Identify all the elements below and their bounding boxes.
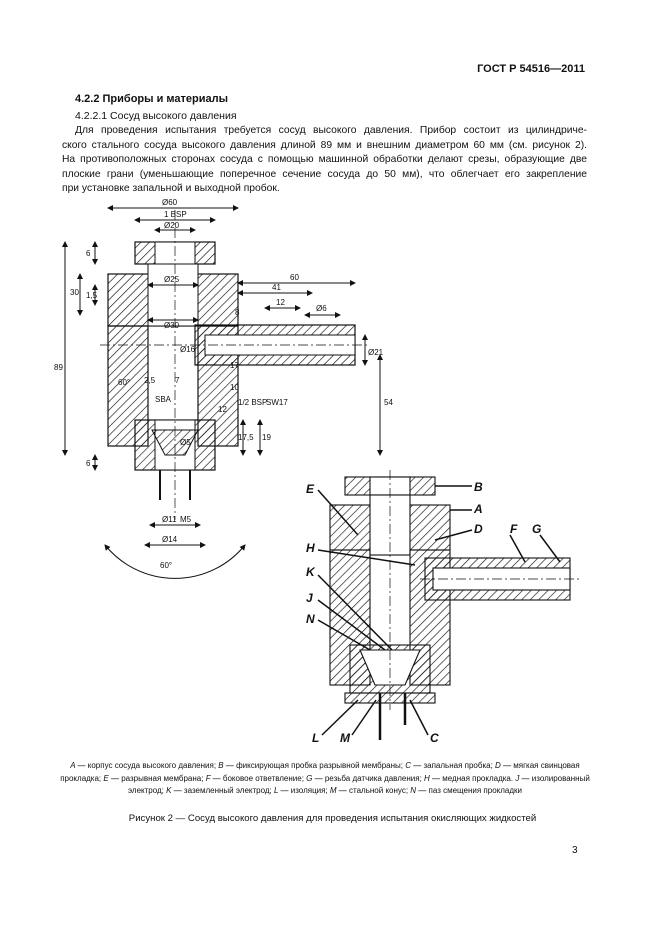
label-B: B xyxy=(474,480,483,494)
label-A: A xyxy=(473,502,483,516)
paragraph-line: Для проведения испытания требуется сосуд… xyxy=(75,125,587,136)
dim-d25: Ø25 xyxy=(164,275,180,284)
dim-d21: Ø21 xyxy=(368,348,384,357)
dim-v12: 12 xyxy=(218,405,227,414)
dim-d5: Ø5 xyxy=(180,438,191,447)
legend-item: G — резьба датчика давления; xyxy=(306,773,425,783)
label-H: H xyxy=(306,541,315,555)
dim-a60b: 60° xyxy=(160,561,172,570)
labeled-view xyxy=(317,470,580,740)
dim-d6: Ø6 xyxy=(316,304,327,313)
dim-d60: Ø60 xyxy=(162,198,178,207)
dim-h41: 41 xyxy=(272,283,281,292)
dim-a60a: 60° xyxy=(118,378,130,387)
technical-drawing: Ø60 1 BSP Ø20 Ø25 Ø30 Ø6 Ø21 Ø11 Ø16 Ø14… xyxy=(54,198,580,745)
label-F: F xyxy=(510,522,518,536)
paragraph-line: ского стального сосуда высокого давления… xyxy=(62,139,587,151)
legend-item: A — корпус сосуда высокого давления; xyxy=(70,761,219,770)
dim-v30: 30 xyxy=(70,288,79,297)
dim-h8: 8 xyxy=(235,308,240,317)
dim-h60: 60 xyxy=(290,273,299,282)
label-J: J xyxy=(306,591,313,605)
paragraph-line: при установке запальной и выходной пробо… xyxy=(62,183,280,194)
dimensioned-view xyxy=(62,205,383,579)
dim-v89: 89 xyxy=(54,363,63,372)
label-K: K xyxy=(306,565,316,579)
label-L: L xyxy=(312,731,319,745)
legend-item: F — боковое ответвление; xyxy=(205,773,307,783)
label-M: M xyxy=(340,731,351,745)
document-code: ГОСТ Р 54516—2011 xyxy=(477,63,585,75)
legend-item: M — стальной конус; xyxy=(329,786,411,795)
dim-d11: Ø11 xyxy=(162,515,177,524)
paragraph-line: На противоположных сторонах сосуда с пом… xyxy=(62,154,587,165)
dim-sba: SBA xyxy=(155,395,172,404)
dim-v6a: 6 xyxy=(86,249,91,258)
legend-item: D — мягкая свинцовая прокладка; xyxy=(60,761,580,783)
dim-h12: 12 xyxy=(276,298,285,307)
paragraph-line: плоские грани (уменьшающие поперечное се… xyxy=(62,168,587,180)
figure-legend: A — корпус сосуда высокого давления; B —… xyxy=(55,760,595,798)
body-paragraph: Для проведения испытания требуется сосуд… xyxy=(62,124,587,197)
dim-h25: 2,5 xyxy=(144,376,156,385)
dim-d14: Ø14 xyxy=(162,535,178,544)
dim-v175: 17,5 xyxy=(238,433,254,442)
page-number: 3 xyxy=(572,845,578,856)
dim-v10: 10 xyxy=(230,383,239,392)
legend-item: L — изоляция; xyxy=(273,786,330,795)
legend-item: E — разрывная мембрана; xyxy=(103,773,206,783)
dim-h7: 7 xyxy=(175,376,180,385)
legend-item: C — запальная пробка; xyxy=(405,761,496,770)
figure-caption: Рисунок 2 — Сосуд высокого давления для … xyxy=(128,813,537,824)
dim-d20: Ø20 xyxy=(164,221,180,230)
legend-item: B — фиксирующая пробка разрывной мембран… xyxy=(218,761,406,770)
legend-item: K — заземленный электрод; xyxy=(166,786,274,795)
subsection-heading: 4.2.2.1 Сосуд высокого давления xyxy=(75,110,237,122)
dim-v17: 17 xyxy=(230,361,239,370)
label-E: E xyxy=(306,482,315,496)
dim-v15: 1,5 xyxy=(86,291,98,300)
dim-d30: Ø30 xyxy=(164,321,180,330)
dim-v6b: 6 xyxy=(86,459,91,468)
legend-item: N — паз смещения прокладки xyxy=(410,786,522,795)
dim-v54: 54 xyxy=(384,398,393,407)
dim-bsp1: 1 BSP xyxy=(164,210,187,219)
dim-m5: M5 xyxy=(180,515,192,524)
label-C: C xyxy=(430,731,439,745)
label-G: G xyxy=(532,522,541,536)
dim-sw17: SW17 xyxy=(266,398,288,407)
dim-bsp12: 1/2 BSP xyxy=(238,398,267,407)
label-N: N xyxy=(306,612,315,626)
dimension-labels: Ø60 1 BSP Ø20 Ø25 Ø30 Ø6 Ø21 Ø11 Ø16 Ø14… xyxy=(54,198,393,570)
dim-v19: 19 xyxy=(262,433,271,442)
section-heading: 4.2.2 Приборы и материалы xyxy=(75,93,229,105)
part-labels: E B A D F G H K J N L M C xyxy=(306,480,541,745)
dim-d16: Ø16 xyxy=(180,345,196,354)
legend-item: J — изолированный электрод; xyxy=(128,773,590,796)
label-D: D xyxy=(474,522,483,536)
legend-item: H — медная прокладка. xyxy=(424,773,516,783)
